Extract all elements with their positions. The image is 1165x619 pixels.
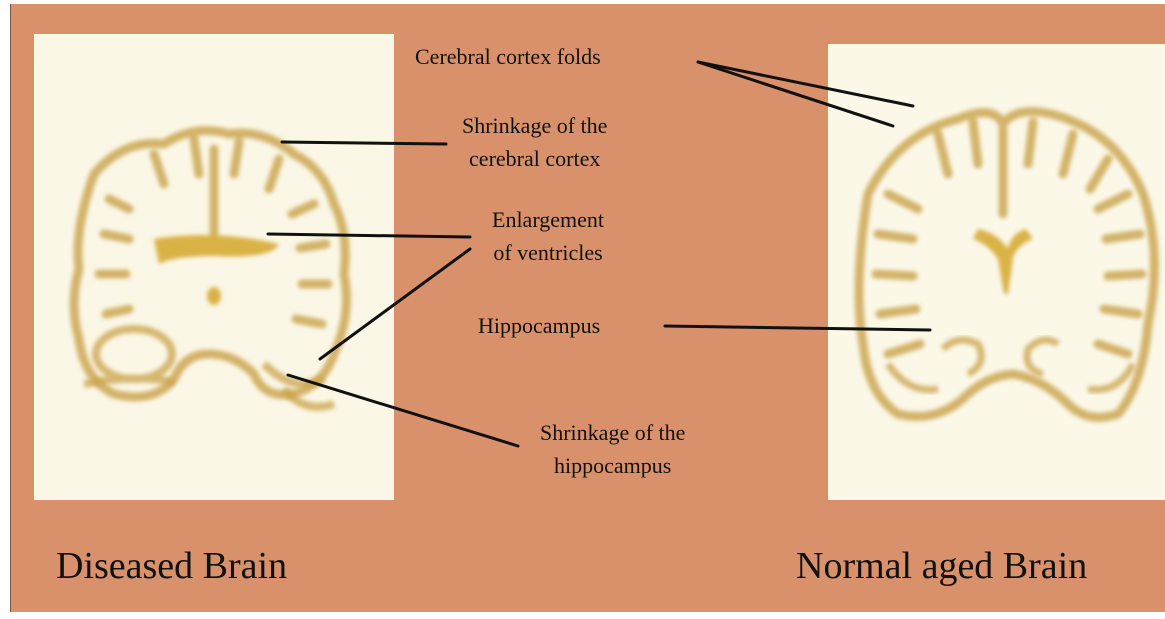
normal-brain-illustration	[828, 44, 1165, 500]
normal-brain-image	[828, 44, 1165, 500]
label-hippocampus-shrinkage-line1: Shrinkage of the	[540, 416, 685, 449]
label-cortex-folds: Cerebral cortex folds	[415, 40, 601, 73]
label-hippocampus: Hippocampus	[478, 309, 600, 342]
label-cortex-folds-text: Cerebral cortex folds	[415, 44, 601, 69]
label-ventricles-line1: Enlargement	[492, 203, 604, 236]
diseased-brain-illustration	[34, 34, 394, 500]
label-ventricles-line2: of ventricles	[492, 236, 604, 269]
label-hippocampus-shrinkage: Shrinkage of the hippocampus	[540, 416, 685, 482]
label-hippocampus-text: Hippocampus	[478, 313, 600, 338]
caption-normal-brain: Normal aged Brain	[796, 544, 1087, 588]
diseased-brain-image	[34, 34, 394, 500]
label-cortex-shrinkage-line1: Shrinkage of the	[462, 109, 607, 142]
label-cortex-shrinkage-line2: cerebral cortex	[462, 142, 607, 175]
label-ventricles: Enlargement of ventricles	[492, 203, 604, 269]
figure-panel: Cerebral cortex folds Shrinkage of the c…	[10, 4, 1165, 612]
label-hippocampus-shrinkage-line2: hippocampus	[540, 449, 685, 482]
caption-diseased-brain: Diseased Brain	[56, 544, 287, 588]
label-cortex-shrinkage: Shrinkage of the cerebral cortex	[462, 109, 607, 175]
